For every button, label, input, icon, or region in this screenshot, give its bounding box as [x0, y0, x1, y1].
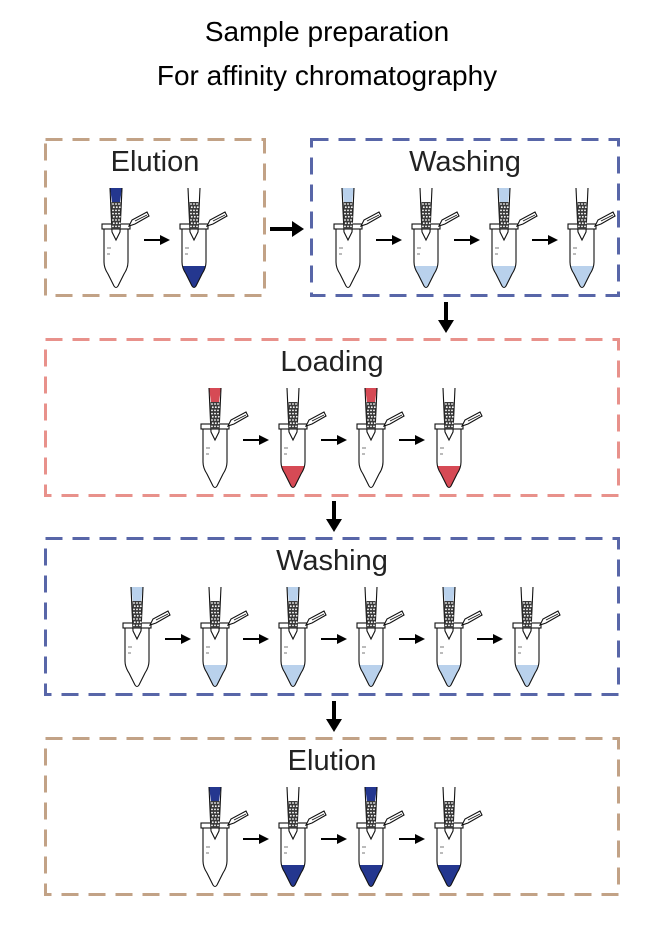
step-arrow: [454, 235, 480, 245]
resin-beads: [189, 202, 199, 229]
microcentrifuge-tube: [356, 786, 405, 888]
title-line-1: Sample preparation: [204, 16, 450, 47]
step-arrow: [321, 634, 347, 644]
resin-beads: [577, 202, 587, 229]
microcentrifuge-tube: [411, 187, 460, 289]
flow-arrow-down: [326, 501, 342, 532]
resin-beads: [444, 601, 454, 628]
microcentrifuge-tube: [512, 586, 561, 688]
tube-row: [44, 786, 620, 888]
resin-beads: [366, 402, 376, 429]
resin-beads: [522, 601, 532, 628]
microcentrifuge-tube: [489, 187, 538, 289]
panel-elution-top: Elution: [44, 138, 266, 297]
microcentrifuge-tube: [200, 387, 249, 489]
resin-beads: [132, 601, 142, 628]
step-arrow: [399, 435, 425, 445]
microcentrifuge-tube: [434, 387, 483, 489]
resin-beads: [343, 202, 353, 229]
panel-border: [44, 537, 620, 696]
panel-label: Loading: [280, 346, 384, 378]
microcentrifuge-tube: [356, 586, 405, 688]
tip-liquid: [443, 587, 455, 601]
step-arrow: [243, 435, 269, 445]
tube-row: [44, 586, 620, 688]
resin-beads: [288, 402, 298, 429]
panel-border: [44, 138, 266, 297]
step-arrow: [477, 634, 503, 644]
resin-beads: [111, 202, 121, 229]
panel-border: [310, 138, 620, 297]
microcentrifuge-tube: [278, 586, 327, 688]
microcentrifuge-tube: [101, 187, 150, 289]
panel-elution-bottom: Elution: [44, 737, 620, 896]
tip-liquid: [365, 787, 377, 801]
microcentrifuge-tube: [278, 786, 327, 888]
resin-beads: [210, 801, 220, 828]
microcentrifuge-tube: [434, 786, 483, 888]
panel-label: Washing: [409, 146, 521, 178]
panel-washing-top: Washing: [310, 138, 620, 297]
tip-liquid: [342, 188, 354, 202]
resin-beads: [444, 402, 454, 429]
resin-beads: [210, 601, 220, 628]
resin-beads: [366, 601, 376, 628]
resin-beads: [210, 402, 220, 429]
resin-beads: [499, 202, 509, 229]
flow-arrow-right: [270, 221, 304, 237]
panel-border: [44, 737, 620, 896]
panel-label: Washing: [276, 545, 388, 577]
microcentrifuge-tube: [179, 187, 228, 289]
step-arrow: [376, 235, 402, 245]
tip-liquid: [110, 188, 122, 202]
panel-border: [44, 338, 620, 497]
tip-liquid: [209, 388, 221, 402]
microcentrifuge-tube: [200, 786, 249, 888]
panel-washing-middle: Washing: [44, 537, 620, 696]
tip-liquid: [498, 188, 510, 202]
microcentrifuge-tube: [278, 387, 327, 489]
panel-label: Elution: [287, 745, 377, 777]
tip-liquid: [131, 587, 143, 601]
step-arrow: [532, 235, 558, 245]
microcentrifuge-tube: [122, 586, 171, 688]
step-arrow: [165, 634, 191, 644]
tube-row: [44, 187, 266, 289]
step-arrow: [321, 834, 347, 844]
step-arrow: [243, 634, 269, 644]
microcentrifuge-tube: [356, 387, 405, 489]
title-line-2: For affinity chromatography: [156, 60, 498, 91]
step-arrow: [243, 834, 269, 844]
step-arrow: [321, 435, 347, 445]
microcentrifuge-tube: [200, 586, 249, 688]
microcentrifuge-tube: [567, 187, 616, 289]
step-arrow: [144, 235, 170, 245]
resin-beads: [366, 801, 376, 828]
tip-liquid: [209, 787, 221, 801]
resin-beads: [288, 601, 298, 628]
resin-beads: [288, 801, 298, 828]
microcentrifuge-tube: [333, 187, 382, 289]
panel-label: Elution: [110, 146, 200, 178]
tube-row: [310, 187, 620, 289]
tip-liquid: [365, 388, 377, 402]
step-arrow: [399, 834, 425, 844]
resin-beads: [444, 801, 454, 828]
flow-arrow-down: [326, 701, 342, 732]
microcentrifuge-tube: [434, 586, 483, 688]
tip-liquid: [287, 587, 299, 601]
tube-row: [44, 387, 620, 489]
step-arrow: [399, 634, 425, 644]
resin-beads: [421, 202, 431, 229]
panel-loading: Loading: [44, 338, 620, 497]
flow-arrow-down: [438, 302, 454, 333]
